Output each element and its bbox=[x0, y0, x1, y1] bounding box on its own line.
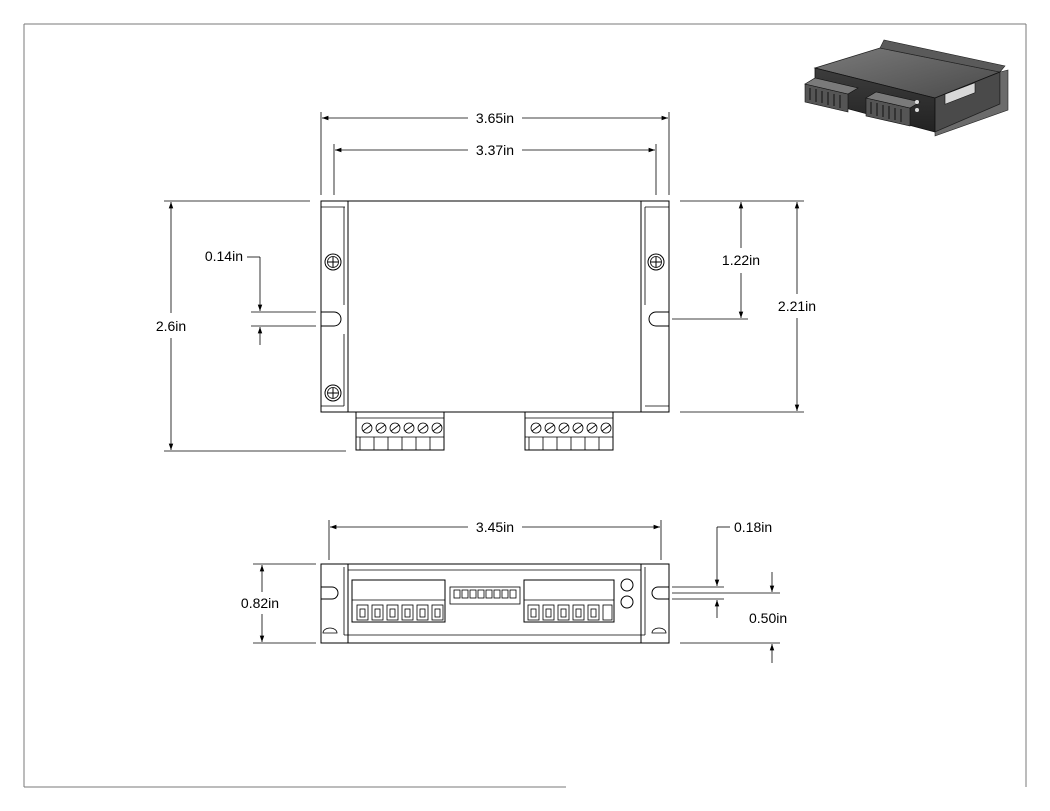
dim-slot-width: 0.14in bbox=[205, 248, 243, 264]
led-icon bbox=[620, 578, 634, 592]
screw-icon bbox=[324, 384, 342, 402]
dim-body-height: 2.21in bbox=[778, 298, 816, 314]
dim-mount-width: 3.37in bbox=[476, 142, 514, 158]
dim-overall-width: 3.65in bbox=[476, 110, 514, 126]
top-view-body bbox=[320, 200, 670, 413]
dim-slot-offset: 1.22in bbox=[722, 252, 760, 268]
connector-top-right bbox=[524, 411, 614, 451]
right-mount-slot bbox=[648, 311, 669, 327]
dim-side-slot-offset: 0.18in bbox=[734, 519, 772, 535]
dim-overall-height: 2.6in bbox=[156, 318, 186, 334]
dip-switch bbox=[449, 586, 521, 605]
top-view: 3.65in 3.37in 2.6in 0.14in 1.22in 2.21in bbox=[156, 110, 816, 452]
sheet-border bbox=[23, 23, 1027, 788]
isometric-preview bbox=[804, 39, 1009, 137]
dim-side-height: 0.82in bbox=[241, 595, 279, 611]
dim-side-width: 3.45in bbox=[476, 519, 514, 535]
left-mount-slot bbox=[321, 311, 342, 327]
connector-side-right bbox=[523, 579, 615, 623]
screw-icon bbox=[647, 253, 665, 271]
led-icon bbox=[620, 595, 634, 609]
screw-icon bbox=[324, 253, 342, 271]
connector-top-left bbox=[355, 411, 445, 451]
dim-side-slot-height: 0.50in bbox=[749, 610, 787, 626]
side-view-body bbox=[320, 563, 670, 644]
connector-side-left bbox=[351, 579, 446, 623]
side-view: 3.45in 0.82in 0.18in 0.50in bbox=[241, 519, 787, 663]
